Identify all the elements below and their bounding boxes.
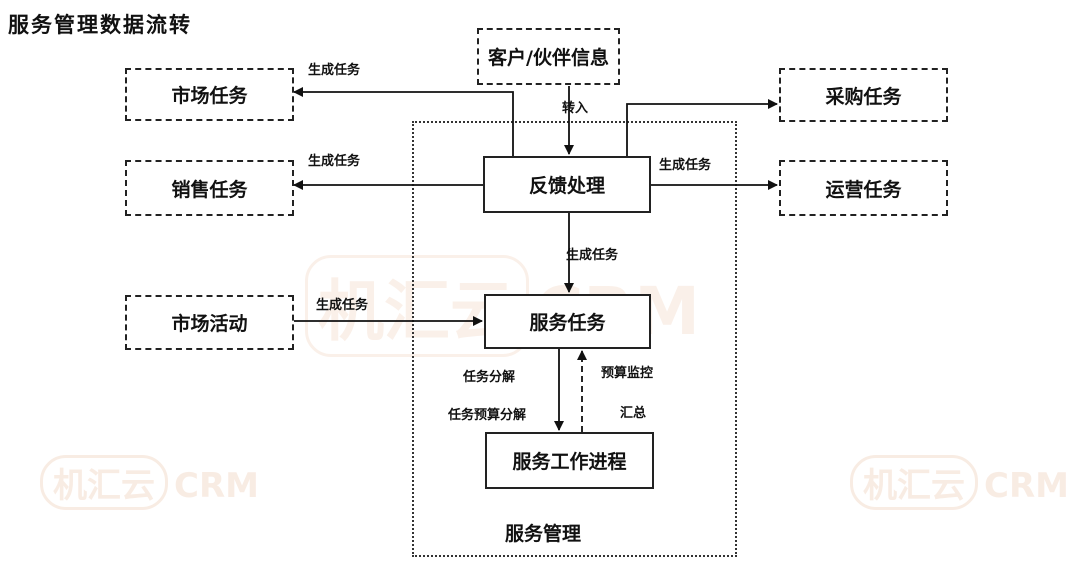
operations-task-node: 运营任务 [779,160,948,216]
procurement-task-node: 采购任务 [779,68,948,122]
diagram-title: 服务管理数据流转 [8,13,192,37]
label-gen-service: 生成任务 [566,248,619,263]
label-task-breakdown: 任务分解 [463,370,516,385]
feedback-processing-node: 反馈处理 [483,156,651,213]
label-gen-right: 生成任务 [659,158,712,173]
label-summary: 汇总 [620,406,647,421]
label-gen-market: 生成任务 [308,63,361,78]
edge-to-market-task [293,87,514,156]
watermark-text: CRM [174,466,259,506]
service-task-node: 服务任务 [484,294,651,349]
market-task-node: 市场任务 [125,68,294,121]
label-gen-activity: 生成任务 [316,298,369,313]
sales-task-node: 销售任务 [125,160,294,216]
label-gen-sales: 生成任务 [308,154,361,169]
cloud-logo-icon: 机汇云 [850,455,978,510]
cloud-logo-icon: 机汇云 [305,255,529,357]
label-transfer-in: 转入 [562,101,589,116]
service-work-progress-node: 服务工作进程 [485,432,654,489]
customer-partner-info-node: 客户/伙伴信息 [477,28,620,85]
container-label: 服务管理 [505,523,582,545]
market-activity-node: 市场活动 [125,295,294,350]
service-management-container [412,121,737,557]
watermark-text: CRM [984,466,1069,506]
label-task-budget-breakdown: 任务预算分解 [448,408,527,423]
label-budget-monitoring: 预算监控 [601,366,654,381]
edge-to-procurement-task [626,99,778,161]
cloud-logo-icon: 机汇云 [40,455,168,510]
